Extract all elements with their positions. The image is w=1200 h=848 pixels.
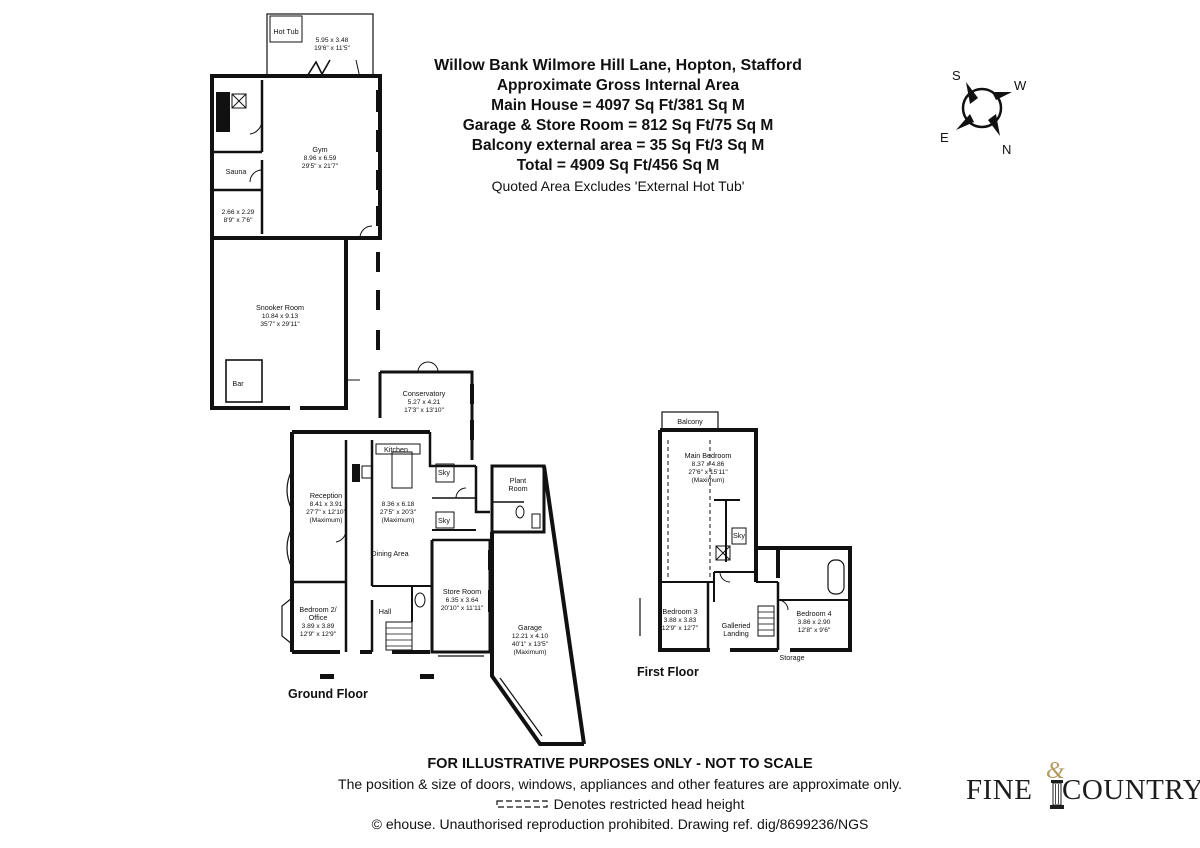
sauna-ante-imp: 8'9" x 7'6" [224,217,253,224]
bedroom3-label: Bedroom 3 [662,607,697,616]
bedroom4-imp: 12'8" x 9'6" [798,627,831,634]
sky-label-3: Sky [733,531,745,540]
conservatory-label: Conservatory [403,389,446,398]
reception-imp: 27'7" x 12'10" [306,509,346,516]
main-bedroom-dim: 8.37 x 4.86 [692,461,725,468]
conservatory-dim: 5.27 x 4.21 [408,399,441,406]
hot-tub-dim: 5.95 x 3.48 [316,37,349,44]
main-bedroom-label: Main Bedroom [685,451,732,460]
kitchen-counter [375,443,421,455]
kitchen-island [391,451,413,489]
bar-label: Bar [232,379,244,388]
sauna-label: Sauna [226,167,247,176]
balcony-area: Balcony external area = 35 Sq Ft/3 Sq M [471,137,765,154]
bedroom2-label: Bedroom 2/ [299,605,336,614]
compass-s: S [952,68,961,83]
brand-right: COUNTRY [1062,774,1200,806]
bedroom4-label: Bedroom 4 [796,609,831,618]
store-imp: 20'10" x 11'11" [441,605,484,612]
compass-w: W [1014,78,1027,93]
reception-label: Reception [310,491,342,500]
hall-label: Hall [379,607,392,616]
snooker-imp: 35'7" x 29'11" [260,321,300,328]
dashed-line-icon [496,800,548,808]
compass-icon: S W E N [940,68,1027,157]
bedroom3-dim: 3.88 x 3.83 [664,617,697,624]
bedroom2-imp: 12'9" x 12'9" [300,631,337,638]
bar-counter [225,359,263,403]
reception-max: (Maximum) [310,517,343,524]
ground-floor-label: Ground Floor [288,687,368,701]
head-height-text: Denotes restricted head height [553,796,745,812]
store-label: Store Room [443,587,481,596]
snooker-dim: 10.84 x 9.13 [262,313,299,320]
kitchen-dim: 8.36 x 6.18 [382,501,415,508]
garage-label: Garage [518,623,542,632]
storage-label: Storage [779,653,804,662]
compass-e: E [940,130,949,145]
compass-n: N [1002,142,1011,157]
garage-dim: 12.21 x 4.10 [512,633,549,640]
reception-dim: 8.41 x 3.91 [310,501,343,508]
main-bedroom-imp: 27'6" x 15'11" [688,469,728,476]
dining-label: Dining Area [371,549,408,558]
gym-dim: 8.96 x 6.59 [304,155,337,162]
head-height-key: Denotes restricted head height [290,794,950,814]
landing-label2: Landing [723,629,749,638]
gym-label: Gym [312,145,327,154]
kitchen-label: Kitchen [384,445,408,454]
bedroom3-imp: 12'9" x 12'7" [662,625,699,632]
brand-left: FINE [966,774,1033,806]
position-note: The position & size of doors, windows, a… [338,776,902,792]
gym-imp: 29'5" x 21'7" [302,163,339,170]
plant-label2: Room [508,484,527,493]
first-floor-label: First Floor [637,665,699,679]
first-floor-stairs [757,605,775,637]
hot-tub-note: Quoted Area Excludes 'External Hot Tub' [491,178,745,194]
property-title: Willow Bank Wilmore Hill Lane, Hopton, S… [434,57,802,74]
hot-tub [269,15,303,43]
bedroom4-dim: 3.86 x 2.90 [798,619,831,626]
first-floor-plan [639,411,852,652]
garage-area: Garage & Store Room = 812 Sq Ft/75 Sq M [462,117,774,134]
brand-amp: & [1046,758,1065,784]
store-dim: 6.35 x 3.64 [446,597,479,604]
area-heading: Approximate Gross Internal Area [496,77,740,94]
landing-label: Galleried [722,621,751,630]
ground-floor-labels: Hot Tub 5.95 x 3.48 19'6" x 11'5" Gym 8.… [222,27,549,656]
hall-stairs [385,621,413,651]
conservatory-imp: 17'3" x 13'10" [404,407,444,414]
disclaimer: FOR ILLUSTRATIVE PURPOSES ONLY - NOT TO … [427,756,813,772]
floorplan-footer: FOR ILLUSTRATIVE PURPOSES ONLY - NOT TO … [290,754,950,834]
plant-label: Plant [510,476,526,485]
bedroom2-dim: 3.89 x 3.89 [302,623,335,630]
ground-floor-plan [210,13,586,746]
sauna-ante-dim: 2.66 x 2.29 [222,209,255,216]
garage-imp: 40'1" x 13'5" [512,641,549,648]
hot-tub-label: Hot Tub [273,27,298,36]
hot-tub-imp: 19'6" x 11'5" [314,45,350,52]
column-icon [1050,780,1064,809]
fine-country-logo: FINE & COUNTRY [966,758,1200,816]
main-house-area: Main House = 4097 Sq Ft/381 Sq M [491,97,745,114]
copyright: © ehouse. Unauthorised reproduction proh… [371,816,869,832]
bath [827,559,845,595]
kitchen-max: (Maximum) [382,517,415,524]
total-area: Total = 4909 Sq Ft/456 Sq M [516,157,720,174]
floorplan-header: Willow Bank Wilmore Hill Lane, Hopton, S… [380,56,856,196]
bedroom2-label2: Office [309,613,328,622]
kitchen-imp: 27'5" x 20'3" [380,509,417,516]
sky-label-1: Sky [438,468,450,477]
main-bedroom-max: (Maximum) [692,477,725,484]
sky-label-2: Sky [438,516,450,525]
garage-max: (Maximum) [514,649,547,656]
snooker-label: Snooker Room [256,303,304,312]
balcony-label: Balcony [677,417,703,426]
first-floor-labels: Balcony Main Bedroom 8.37 x 4.86 27'6" x… [662,417,832,662]
